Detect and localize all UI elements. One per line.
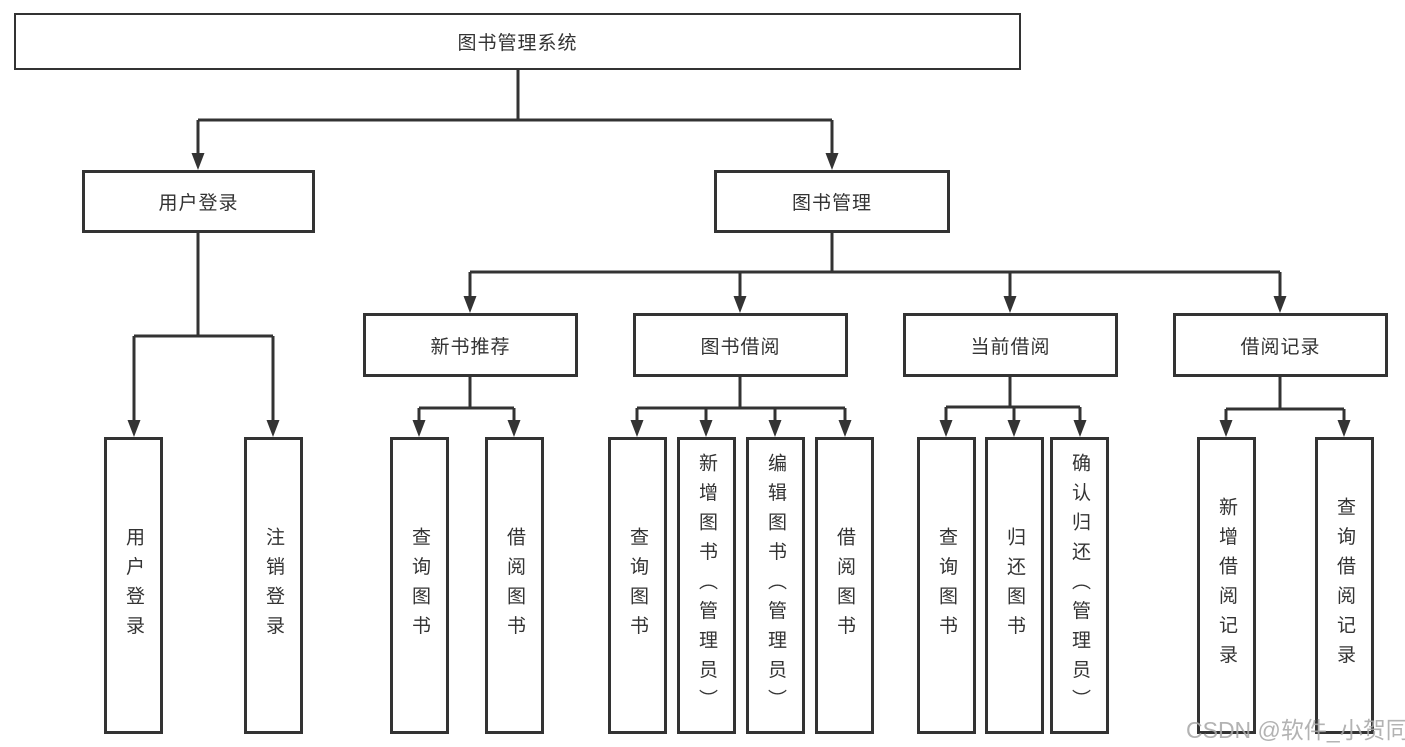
edge-borrow-to-leaves [630, 377, 852, 437]
node-current-borrow: 当前借阅 [903, 313, 1118, 377]
leaf-add-books-admin: 新增图书（管理员） [677, 437, 736, 734]
node-user-login: 用户登录 [82, 170, 315, 233]
edge-root-to-level2 [191, 70, 839, 170]
node-borrow-records: 借阅记录 [1173, 313, 1388, 377]
edge-newbook-to-leaves [412, 377, 521, 437]
leaf-query-books-borrow: 查询图书 [608, 437, 667, 734]
leaf-query-books-current: 查询图书 [917, 437, 976, 734]
leaf-edit-books-admin: 编辑图书（管理员） [746, 437, 805, 734]
leaf-confirm-return-admin: 确认归还（管理员） [1050, 437, 1109, 734]
leaf-query-books-recommend: 查询图书 [390, 437, 449, 734]
leaf-add-borrow-record: 新增借阅记录 [1197, 437, 1256, 734]
edge-login-to-leaves [127, 233, 280, 437]
leaf-return-books: 归还图书 [985, 437, 1044, 734]
node-book-management: 图书管理 [714, 170, 950, 233]
leaf-borrow-books-recommend: 借阅图书 [485, 437, 544, 734]
leaf-query-borrow-record: 查询借阅记录 [1315, 437, 1374, 734]
edge-mgmt-to-level3 [463, 233, 1287, 313]
csdn-watermark: CSDN @软件_小贺同学 [1186, 717, 1405, 743]
leaf-logout: 注销登录 [244, 437, 303, 734]
leaf-borrow-books: 借阅图书 [815, 437, 874, 734]
node-new-book-recommend: 新书推荐 [363, 313, 578, 377]
leaf-user-login: 用户登录 [104, 437, 163, 734]
edge-records-to-leaves [1219, 377, 1351, 437]
edge-current-to-leaves [939, 377, 1087, 437]
node-root-system: 图书管理系统 [14, 13, 1021, 70]
node-book-borrow: 图书借阅 [633, 313, 848, 377]
